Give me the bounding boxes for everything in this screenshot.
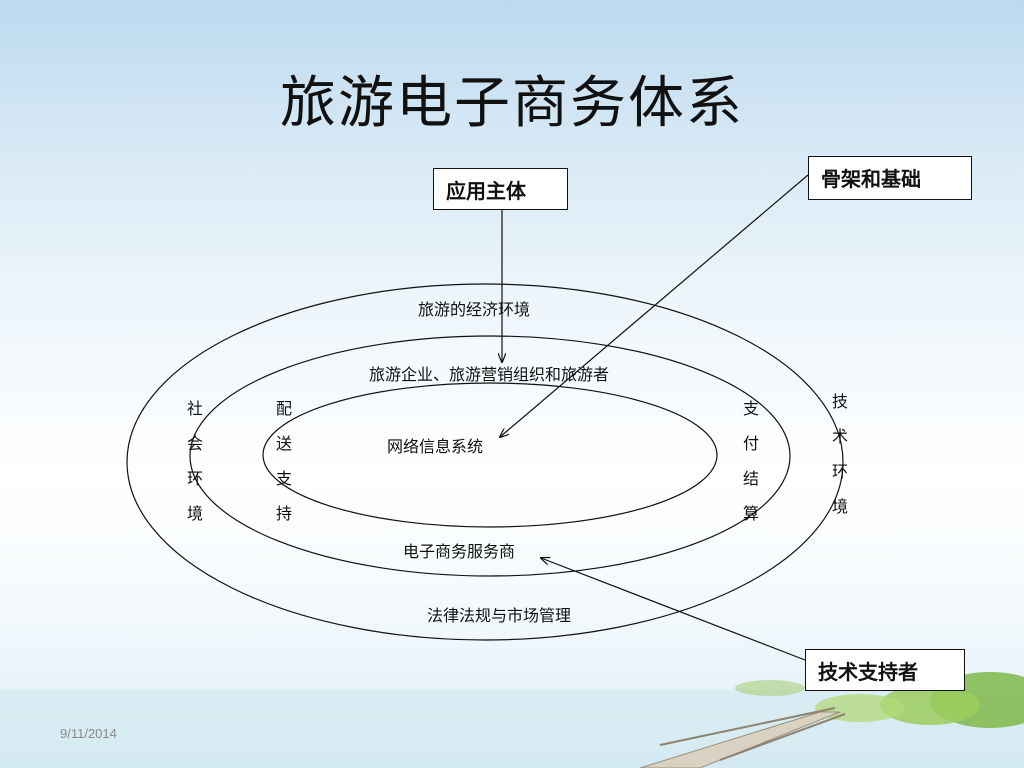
far-island: [735, 680, 805, 696]
arrow-framework-foundation: [500, 174, 809, 437]
arrow-technical-supporter: [541, 558, 806, 661]
pier-walkway: [639, 711, 841, 768]
label-law-market-management: 法律法规与市场管理: [427, 606, 572, 625]
outer-ellipse: [126, 283, 844, 641]
slide-date: 9/11/2014: [60, 726, 117, 741]
inner-ellipse: [262, 382, 718, 528]
callout-application-subject: 应用主体: [433, 168, 568, 210]
pier-rail-left: [659, 707, 836, 746]
label-network-info-system: 网络信息系统: [387, 437, 484, 456]
pier-rail-right: [719, 713, 846, 761]
label-economic-environment: 旅游的经济环境: [418, 300, 531, 319]
callout-technical-supporter: 技术支持者: [805, 649, 965, 691]
tree-cluster-mid: [880, 685, 980, 725]
middle-ellipse: [189, 335, 791, 577]
label-delivery-support: 配送支持: [273, 400, 292, 540]
slide-title: 旅游电子商务体系: [280, 71, 744, 136]
label-social-environment: 社会环境: [184, 400, 203, 540]
label-technical-environment: 技术环境: [829, 393, 848, 533]
callout-framework-foundation: 骨架和基础: [808, 156, 972, 200]
tree-cluster-left: [815, 694, 905, 722]
label-payment-settlement: 支付结算: [740, 400, 759, 540]
label-ecommerce-provider: 电子商务服务商: [403, 542, 516, 561]
label-tourism-participants: 旅游企业、旅游营销组织和旅游者: [369, 365, 610, 384]
